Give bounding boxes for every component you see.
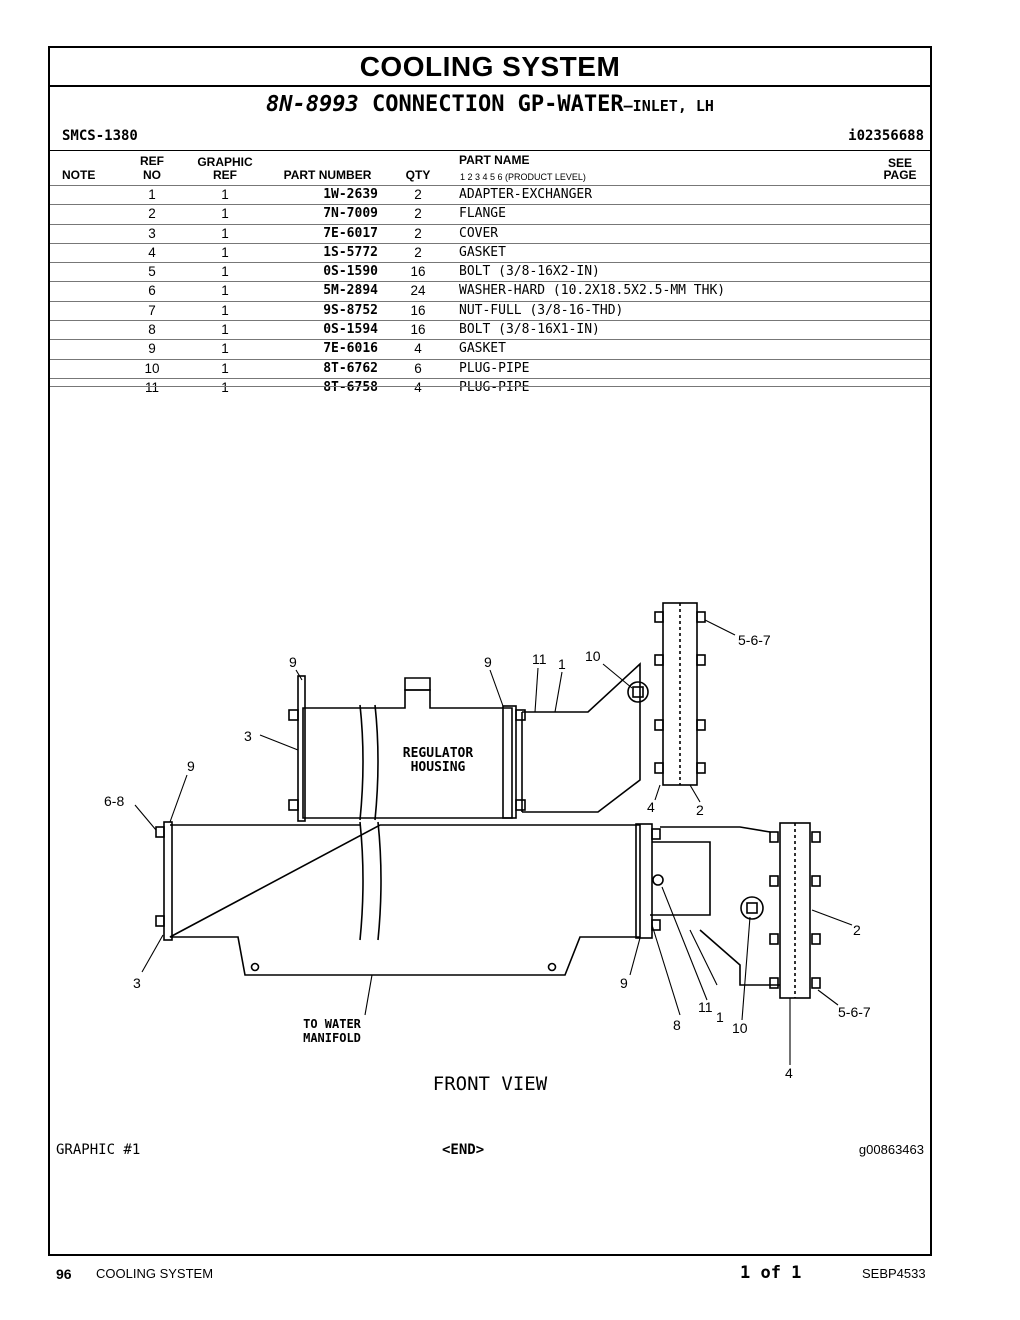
callout-567a: 5-6-7 xyxy=(738,632,771,648)
manifold-label-1: TO WATER xyxy=(303,1017,362,1031)
callout-1b: 1 xyxy=(716,1009,724,1025)
regulator-housing-outline xyxy=(302,689,513,819)
upper-right-gasket xyxy=(502,705,517,819)
regulator-cap xyxy=(404,677,431,691)
bolts-left-lower xyxy=(155,826,661,931)
regulator-label-1: REGULATOR xyxy=(403,746,474,761)
bolts-upper-flange xyxy=(654,611,706,774)
lower-right-cover xyxy=(635,823,653,939)
product-level-header: 1 2 3 4 5 6 (PRODUCT LEVEL) xyxy=(460,172,586,182)
plug-hole-left xyxy=(250,962,260,972)
graphic-id: g00863463 xyxy=(858,1142,924,1157)
col-header-see-1: SEE xyxy=(887,156,912,170)
callout-68: 6-8 xyxy=(104,793,124,809)
callout-8: 8 xyxy=(673,1017,681,1033)
end-marker: <END> xyxy=(442,1142,485,1158)
callout-11b: 11 xyxy=(698,999,713,1015)
lower-plug-10 xyxy=(740,896,764,920)
callout-4a: 4 xyxy=(647,799,655,815)
regulator-label-2: HOUSING xyxy=(411,760,466,775)
break-marks-upper xyxy=(359,704,379,821)
callout-10a: 10 xyxy=(585,648,601,664)
col-header-part-name: PART NAME xyxy=(459,153,530,167)
lower-adapter-outline xyxy=(650,841,780,986)
footer-section: COOLING SYSTEM xyxy=(96,1266,214,1281)
view-label: FRONT VIEW xyxy=(433,1073,548,1095)
break-marks-lower xyxy=(359,821,382,941)
col-header-part-number: PART NUMBER xyxy=(283,168,372,182)
callout-9c: 9 xyxy=(187,758,195,774)
graphic-label: GRAPHIC #1 xyxy=(56,1142,141,1158)
smcs-code: SMCS-1380 xyxy=(62,128,138,144)
lower-left-cover xyxy=(163,821,173,941)
page-number: 96 xyxy=(56,1266,72,1282)
callout-10b: 10 xyxy=(732,1020,748,1036)
leader-lines xyxy=(134,619,853,1065)
callout-3a: 3 xyxy=(244,728,252,744)
callout-11a: 11 xyxy=(532,651,547,667)
callout-2a: 2 xyxy=(696,802,704,818)
doc-id: SEBP4533 xyxy=(862,1266,926,1281)
col-header-ref-2: NO xyxy=(143,168,161,182)
lower-plug-11 xyxy=(652,874,664,886)
upper-plug-10 xyxy=(627,681,649,703)
plug-hole-right xyxy=(547,962,557,972)
col-header-note: NOTE xyxy=(62,168,96,182)
callout-9d: 9 xyxy=(620,975,628,991)
manifold-label-2: MANIFOLD xyxy=(303,1031,361,1045)
col-header-graphic-1: GRAPHIC xyxy=(197,155,253,169)
callout-567b: 5-6-7 xyxy=(838,1004,871,1020)
callout-3b: 3 xyxy=(133,975,141,991)
upper-left-cover xyxy=(297,675,306,822)
table-bottom-rule xyxy=(50,386,930,387)
group-part-number: 8N-8993 xyxy=(266,92,359,117)
col-header-see-2: PAGE xyxy=(883,168,917,182)
callout-4b: 4 xyxy=(785,1065,793,1081)
callout-2b: 2 xyxy=(853,922,861,938)
group-title: 8N-8993 CONNECTION GP-WATER—INLET, LH xyxy=(50,90,930,120)
callout-9a: 9 xyxy=(289,654,297,670)
col-header-qty: QTY xyxy=(405,168,431,182)
upper-adapter-outline xyxy=(522,662,641,813)
col-header-graphic-2: REF xyxy=(213,168,237,182)
callout-1a: 1 xyxy=(558,656,566,672)
section-title: COOLING SYSTEM xyxy=(50,48,930,87)
bolts-upper xyxy=(288,709,526,811)
lower-body-outline xyxy=(169,824,641,976)
group-name: CONNECTION GP-WATER xyxy=(371,92,624,117)
header-divider xyxy=(50,150,930,151)
page-of: 1 of 1 xyxy=(740,1263,802,1283)
page-frame: COOLING SYSTEM 8N-8993 CONNECTION GP-WAT… xyxy=(48,46,932,1256)
group-suffix: —INLET, LH xyxy=(623,97,714,115)
illustration-id: i02356688 xyxy=(848,128,924,144)
col-header-ref-1: REF xyxy=(140,154,164,168)
callout-9b: 9 xyxy=(484,654,492,670)
bolts-lower-flange xyxy=(769,831,821,989)
